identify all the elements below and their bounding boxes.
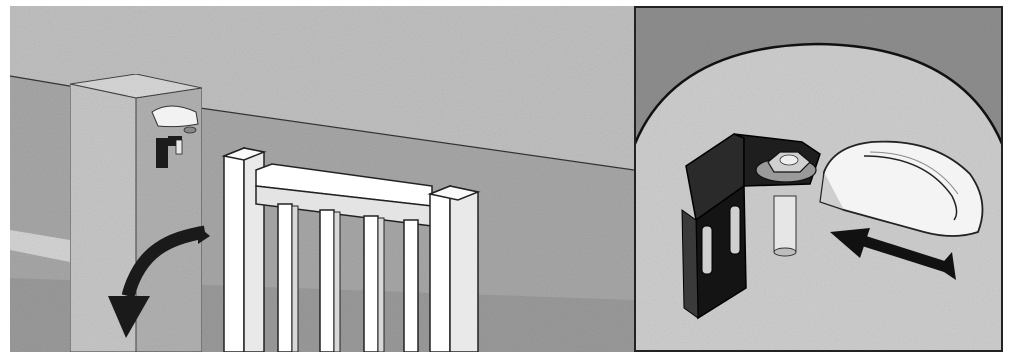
slot-hole: [702, 226, 712, 274]
latch-detail-inset: [634, 6, 1003, 352]
slot-hole: [730, 206, 740, 254]
